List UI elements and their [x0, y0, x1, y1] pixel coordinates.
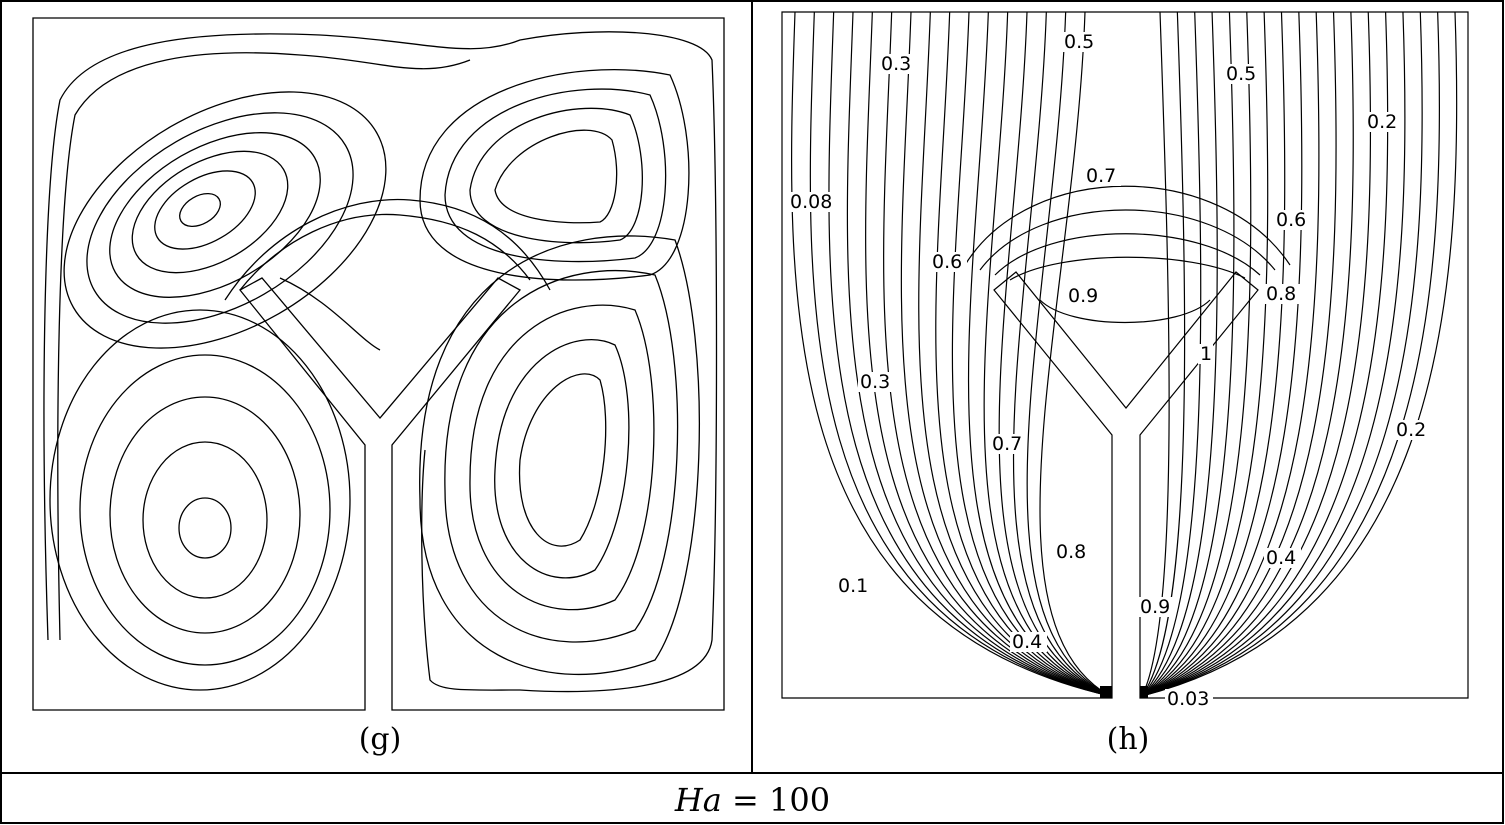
cavity-boundary-g — [32, 17, 725, 711]
isotherm-line — [1141, 11, 1337, 697]
isotherms-obstacle — [964, 185, 1291, 324]
isotherm-line — [1141, 11, 1389, 697]
hartmann-number-label: Ha = 100 — [0, 778, 1505, 822]
isotherm-line — [846, 11, 1111, 697]
isotherm-line — [1141, 11, 1186, 697]
isotherm-line — [1141, 11, 1372, 697]
contour-label-bg — [879, 54, 916, 74]
isotherm-line — [1141, 11, 1252, 697]
contour-label: 0.7 — [1086, 165, 1116, 187]
panel-g-streamlines — [32, 17, 725, 711]
contour-label: 0.2 — [1367, 111, 1397, 133]
contour-label-bg — [1224, 64, 1261, 84]
contour-label-bg — [1264, 284, 1301, 304]
contour-label: 0.8 — [1056, 541, 1086, 563]
isotherm-line — [1141, 11, 1218, 697]
contour-label: 0.8 — [1266, 283, 1296, 305]
vortex-top-left — [63, 91, 387, 349]
contour-label-bg — [1066, 286, 1103, 306]
contour-label-bg — [1084, 166, 1121, 186]
isotherm-line — [1141, 11, 1286, 697]
isotherm-line — [865, 11, 1111, 697]
contour-labels-h: 0.5 0.3 0.5 0.2 0.08 0.7 0.6 0.6 0.9 0.8 1 0.3 0.2 0.… — [788, 31, 1431, 710]
caption-h: (h) — [1106, 722, 1150, 757]
contour-label: 0.7 — [992, 433, 1022, 455]
isotherm-line — [883, 11, 1111, 697]
contour-label: 0.4 — [1266, 547, 1296, 569]
contour-label-bg — [1010, 632, 1047, 652]
contour-label-bg — [930, 252, 967, 272]
isotherm-line — [967, 11, 1111, 697]
isotherm-line — [1141, 11, 1320, 697]
contour-label-bg — [788, 192, 836, 212]
contour-label-bg — [1394, 420, 1431, 440]
contour-label: 0.08 — [790, 191, 832, 213]
isotherm-line — [1141, 11, 1354, 697]
contour-label: 0.3 — [860, 371, 890, 393]
contour-label: 0.03 — [1167, 688, 1209, 710]
isotherm-line — [1141, 11, 1303, 697]
contour-label: 0.9 — [1140, 596, 1170, 618]
slot-corners — [1100, 686, 1148, 698]
contour-label: 0.1 — [838, 575, 868, 597]
isotherm-line — [1141, 11, 1202, 697]
contour-label-bg — [1274, 210, 1311, 230]
contour-label: 0.5 — [1064, 31, 1094, 53]
isotherm-line — [1141, 11, 1423, 697]
isotherm-line — [1141, 11, 1269, 697]
contour-label: 1 — [1200, 343, 1212, 365]
contour-label-bg — [1054, 542, 1091, 562]
isotherms-right — [1141, 11, 1458, 697]
isotherm-line — [1026, 11, 1111, 697]
contour-label: 0.6 — [1276, 209, 1306, 231]
parameter-value: 100 — [769, 781, 831, 819]
parameter-name: Ha — [674, 781, 722, 819]
contour-label-bg — [1165, 689, 1213, 709]
isotherm-line — [1141, 11, 1235, 697]
contour-label-bg — [1138, 597, 1175, 617]
parameter-equals: = — [732, 781, 759, 819]
vortex-bottom-right — [419, 235, 700, 676]
contour-label: 0.4 — [1012, 631, 1042, 653]
isotherm-line — [935, 11, 1111, 697]
contour-label: 0.9 — [1068, 285, 1098, 307]
isotherm-line — [1039, 11, 1111, 697]
contour-label-bg — [1062, 32, 1099, 52]
contour-label-bg — [858, 372, 895, 392]
isotherm-line — [828, 11, 1111, 697]
contour-label-bg — [1198, 344, 1213, 364]
contour-label: 0.6 — [932, 251, 962, 273]
contour-label: 0.3 — [881, 53, 911, 75]
isotherm-line — [918, 11, 1111, 697]
contour-label-bg — [1264, 548, 1301, 568]
contour-label: 0.5 — [1226, 63, 1256, 85]
vortex-bottom-left — [49, 309, 351, 691]
contour-label-bg — [1365, 112, 1402, 132]
caption-g: (g) — [358, 722, 402, 757]
contour-label-bg — [836, 576, 873, 596]
isotherm-line — [791, 11, 1111, 697]
isotherm-line — [1012, 11, 1111, 697]
isotherm-line — [1141, 11, 1406, 697]
vortex-top-right — [419, 69, 690, 281]
contour-label: 0.2 — [1396, 419, 1426, 441]
isotherm-line — [809, 11, 1111, 697]
isotherms-left — [791, 11, 1111, 697]
contour-label-bg — [990, 434, 1027, 454]
isotherm-line — [1141, 11, 1170, 697]
cavity-boundary-h — [781, 11, 1469, 699]
isotherm-line — [1141, 11, 1458, 697]
isotherm-line — [998, 11, 1111, 697]
